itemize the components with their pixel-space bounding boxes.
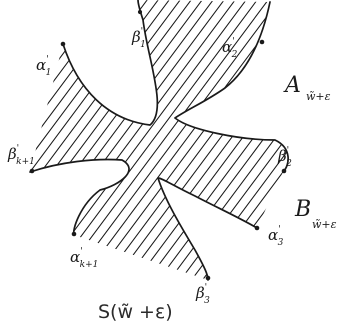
svg-text:α'k+1: α'k+1 — [70, 247, 98, 270]
point-alpha1 — [60, 41, 66, 47]
hatch-line — [320, 0, 364, 329]
label-alpha3: α'3 — [268, 225, 284, 248]
hatch-line — [331, 0, 364, 329]
caption-s-set: S(w̃ +ε) — [98, 301, 173, 323]
hatch-line — [154, 0, 289, 280]
hatch-line — [143, 0, 289, 280]
svg-text:β'3: β'3 — [195, 283, 210, 306]
label-beta2: β'2 — [277, 146, 292, 169]
svg-text:β'2: β'2 — [277, 146, 292, 169]
svg-text:α'1: α'1 — [36, 55, 51, 78]
hatch-line — [0, 0, 8, 329]
label-beta-k1: β'k+1 — [7, 144, 35, 167]
point-beta-k1 — [29, 168, 35, 174]
svg-text:B: B — [294, 197, 311, 222]
hatch-line — [165, 0, 289, 280]
svg-text:w̃+ε: w̃+ε — [312, 218, 337, 231]
point-alpha-k1 — [71, 231, 77, 237]
hatch-line — [30, 0, 240, 280]
point-beta3 — [205, 275, 211, 281]
hatch-line — [286, 0, 289, 280]
svg-text:β'k+1: β'k+1 — [7, 144, 35, 167]
curve-alpha2-beta2 — [174, 1, 289, 173]
curve-alpha1-beta1 — [62, 0, 159, 126]
hatch-line — [30, 0, 229, 280]
hatch-line — [176, 0, 289, 280]
point-alpha2 — [259, 39, 265, 45]
label-alpha1: α'1 — [36, 55, 51, 78]
hatch-line — [242, 0, 289, 280]
svg-text:A: A — [283, 73, 301, 98]
region-label-A: A w̃+ε — [283, 73, 331, 103]
hatch-line — [30, 0, 196, 280]
label-beta3: β'3 — [195, 283, 210, 306]
hatch-line — [30, 0, 218, 280]
hatch-line — [353, 0, 364, 329]
point-beta2 — [281, 168, 287, 174]
svg-text:β'1: β'1 — [131, 27, 146, 50]
svg-text:α'2: α'2 — [222, 37, 238, 60]
hatch-line — [30, 0, 86, 280]
svg-text:α'3: α'3 — [268, 225, 284, 248]
label-alpha-k1: α'k+1 — [70, 247, 98, 270]
hatch-line — [30, 0, 251, 280]
label-alpha2: α'2 — [222, 37, 238, 60]
hatch-line — [121, 0, 289, 280]
curve-alpha3-beta3 — [157, 177, 258, 281]
hatch-line — [298, 0, 364, 329]
hatch-line — [231, 0, 289, 280]
region-label-B: B w̃+ε — [294, 197, 337, 231]
hatch-line — [30, 0, 207, 280]
point-beta1 — [137, 9, 143, 15]
hatch-line — [187, 0, 289, 280]
point-alpha3 — [254, 225, 260, 231]
hatch-line — [342, 0, 364, 329]
hatch-line — [309, 0, 364, 329]
curve-beta-k1-alpha-k1 — [29, 158, 130, 236]
svg-text:w̃+ε: w̃+ε — [306, 90, 331, 103]
hatch-line — [30, 0, 97, 280]
hatch-line — [253, 0, 289, 280]
label-beta1: β'1 — [131, 27, 146, 50]
